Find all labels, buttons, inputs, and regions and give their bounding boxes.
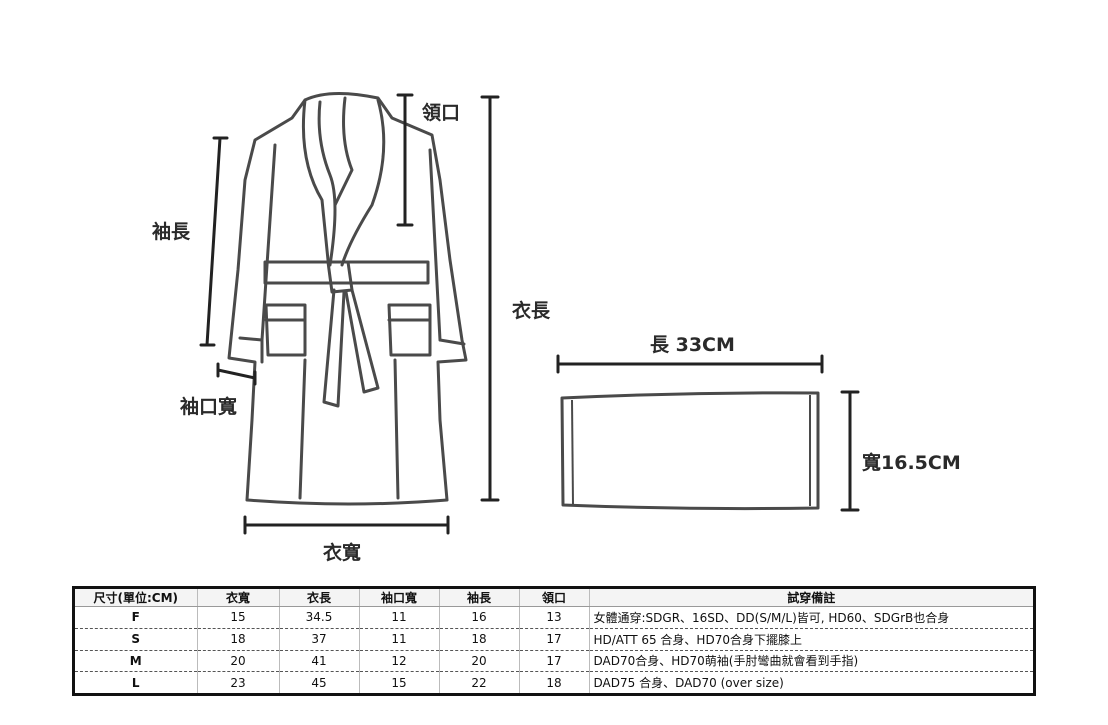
- table-row: S 18 37 11 18 17 HD/ATT 65 合身、HD70合身下擺膝上: [75, 628, 1033, 651]
- belt-piece: [560, 391, 820, 511]
- table-cell: 18: [197, 628, 280, 651]
- robe-pocket-right: [387, 303, 432, 357]
- table-cell: 23: [197, 671, 280, 693]
- table-cell: 45: [279, 671, 360, 693]
- label-belt-length: 長 33CM: [650, 334, 735, 356]
- robe-collar: [317, 100, 337, 267]
- table-cell: DAD75 合身、DAD70 (over size): [593, 676, 784, 691]
- table-cell: 17: [519, 628, 590, 651]
- label-belt-width: 寬16.5CM: [862, 452, 961, 474]
- header-collar: 領口: [519, 589, 590, 607]
- table-row: F 15 34.5 11 16 13 女體通穿:SDGR、16SD、DD(S/M…: [75, 606, 1033, 629]
- label-garment-length: 衣長: [512, 300, 551, 322]
- table-cell: DAD70合身、HD70萌袖(手肘彎曲就會看到手指): [593, 654, 859, 669]
- label-cuff-width: 袖口寬: [180, 396, 238, 418]
- table-cell: 22: [439, 671, 520, 693]
- label-sleeve-length: 袖長: [152, 221, 191, 243]
- table-cell: 15: [359, 671, 440, 693]
- size-table: 尺寸(單位:CM) 衣寬 衣長 袖口寬 袖長 領口 試穿備註 F 15 34.5…: [72, 586, 1036, 696]
- header-size: 尺寸(單位:CM): [75, 589, 198, 607]
- table-cell: 13: [519, 606, 590, 629]
- table-cell: S: [75, 628, 198, 651]
- table-cell: 20: [197, 650, 280, 672]
- label-collar: 領口: [422, 102, 461, 124]
- table-cell: 20: [439, 650, 520, 672]
- header-sleeve: 袖長: [439, 589, 520, 607]
- table-cell: 37: [279, 628, 360, 651]
- header-cuff: 袖口寬: [359, 589, 440, 607]
- header-length: 衣長: [279, 589, 360, 607]
- header-notes: 試穿備註: [589, 589, 1033, 607]
- table-cell: 18: [439, 628, 520, 651]
- table-cell: F: [75, 606, 198, 629]
- robe-belt: [263, 260, 430, 285]
- table-cell: 女體通穿:SDGR、16SD、DD(S/M/L)皆可, HD60、SDGrB也合…: [593, 610, 950, 625]
- table-cell: HD/ATT 65 合身、HD70合身下擺膝上: [593, 632, 802, 647]
- table-cell: 12: [359, 650, 440, 672]
- table-cell: 16: [439, 606, 520, 629]
- table-cell: 17: [519, 650, 590, 672]
- table-row: M 20 41 12 20 17 DAD70合身、HD70萌袖(手肘彎曲就會看到…: [75, 650, 1033, 672]
- robe-pocket-left: [264, 303, 307, 357]
- table-cell: 18: [519, 671, 590, 693]
- table-header-row: 尺寸(單位:CM) 衣寬 衣長 袖口寬 袖長 領口 試穿備註: [75, 589, 1033, 607]
- table-cell: 34.5: [279, 606, 360, 629]
- table-cell: L: [75, 671, 198, 693]
- robe-size-illustration: [199, 91, 860, 535]
- table-cell: M: [75, 650, 198, 672]
- robe-outline: [227, 91, 468, 506]
- label-garment-width: 衣寬: [323, 542, 362, 564]
- table-cell: 11: [359, 606, 440, 629]
- table-cell: 11: [359, 628, 440, 651]
- table-cell: 41: [279, 650, 360, 672]
- table-cell: 15: [197, 606, 280, 629]
- header-width: 衣寬: [197, 589, 280, 607]
- table-row: L 23 45 15 22 18 DAD75 合身、DAD70 (over si…: [75, 671, 1033, 693]
